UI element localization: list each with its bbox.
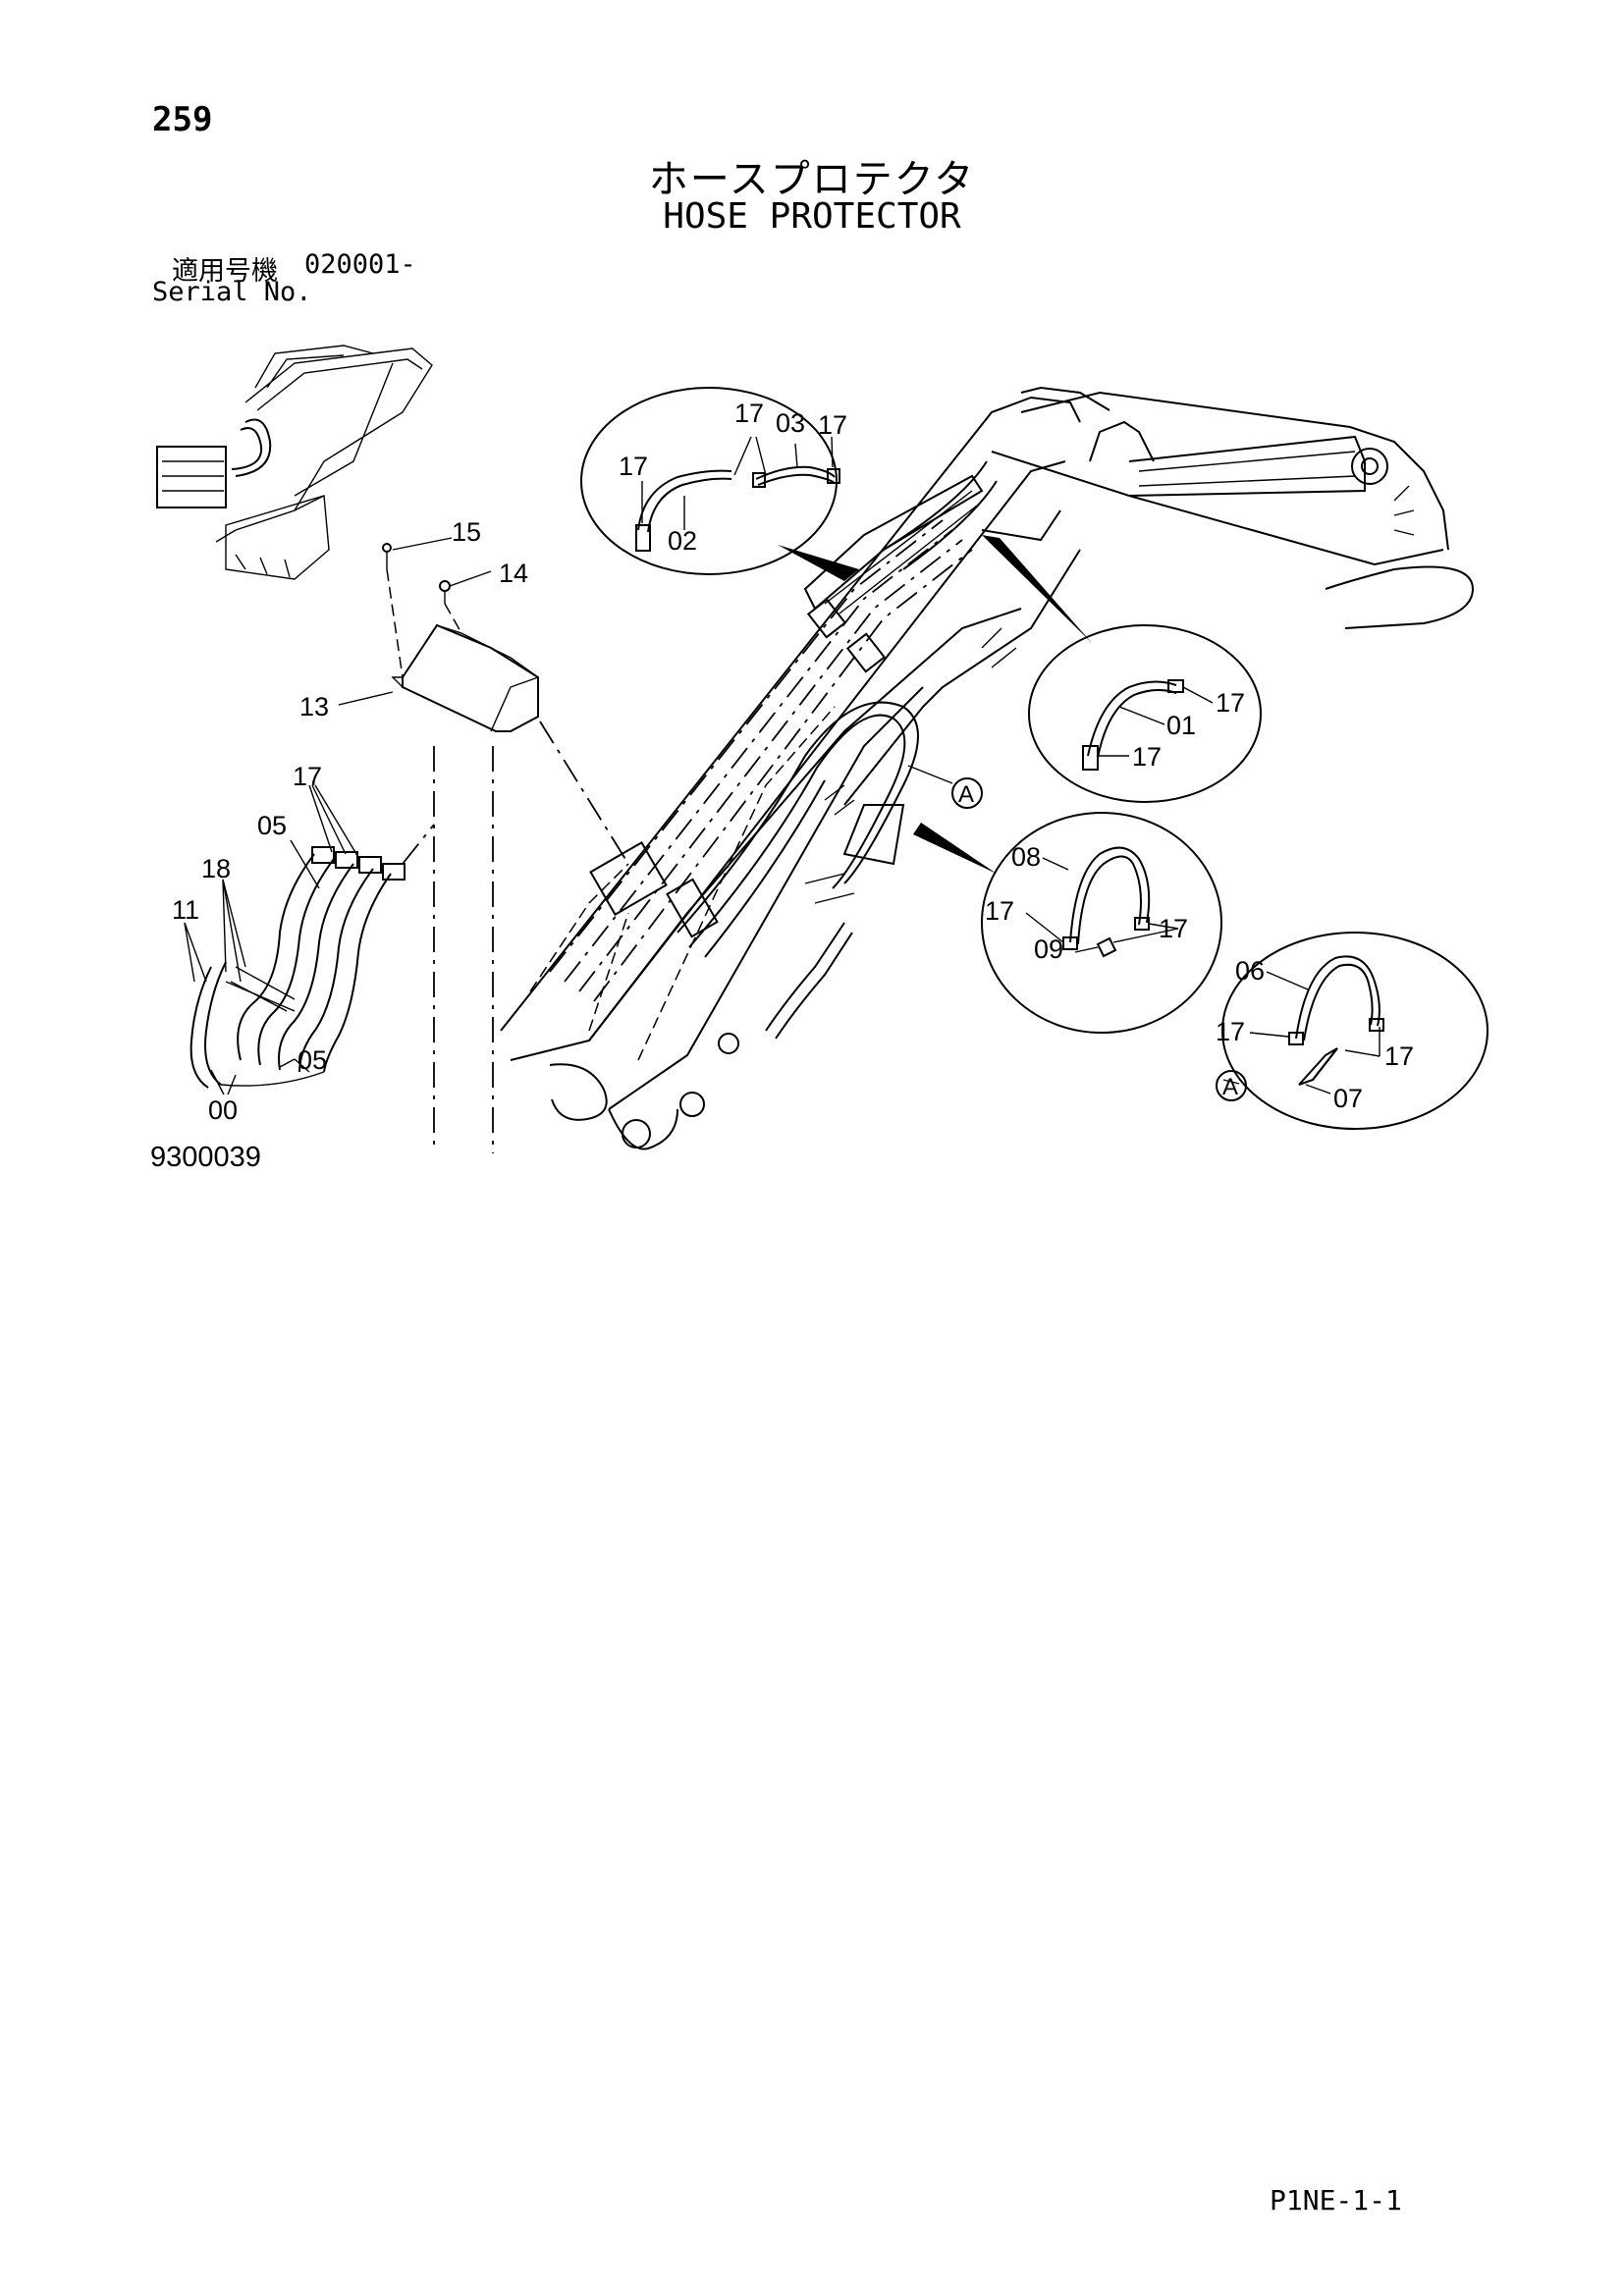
- callout-00: 00: [208, 1095, 238, 1125]
- serial-label-english: Serial No.: [152, 277, 312, 307]
- callout-17-mid-right: 17: [1159, 914, 1188, 943]
- callout-05-bundle-top: 05: [257, 811, 287, 840]
- title-japanese: ホースプロテクタ: [648, 157, 976, 202]
- callout-03: 03: [776, 408, 805, 438]
- callout-11: 11: [172, 895, 199, 925]
- detail-bubble-a: [1221, 932, 1489, 1130]
- callout-15: 15: [452, 517, 481, 547]
- boom-arm: [500, 386, 1475, 1150]
- callout-17-right-bottom: 17: [1132, 742, 1162, 772]
- callout-06: 06: [1235, 956, 1265, 986]
- callout-14: 14: [499, 559, 528, 588]
- protector-block: [338, 537, 629, 865]
- callout-17-top-right: 17: [818, 410, 847, 440]
- callout-05-bundle-bottom: 05: [298, 1045, 327, 1075]
- bundle-leaders: [184, 784, 360, 1095]
- callout-17-right-top: 17: [1216, 688, 1245, 718]
- serial-label-japanese: 適用号機: [172, 256, 278, 287]
- reference-a-detail: A: [1222, 1074, 1238, 1100]
- boom-hose-loop: [589, 701, 919, 1117]
- overview-illustration: [156, 345, 433, 580]
- page-code: P1NE-1-1: [1270, 2184, 1402, 2216]
- serial-number-value: 020001-: [304, 249, 416, 280]
- callout-17-mid-left: 17: [985, 896, 1014, 926]
- callout-07: 07: [1333, 1084, 1363, 1113]
- detail-bubble-right: [982, 535, 1262, 803]
- callout-17-a-left: 17: [1216, 1017, 1245, 1046]
- title-english: HOSE PROTECTOR: [663, 196, 961, 237]
- detail-bubble-middle: [913, 812, 1222, 1034]
- callout-02: 02: [668, 526, 697, 556]
- callout-01: 01: [1166, 711, 1196, 740]
- hose-bundle: [189, 746, 494, 1153]
- upper-hose-clamp: [803, 460, 998, 673]
- page-number: 259: [152, 100, 213, 139]
- reference-a-circle-main: [951, 777, 983, 809]
- callout-08: 08: [1011, 842, 1041, 872]
- reference-a-main: A: [958, 781, 974, 808]
- boom-hose-routes: [529, 519, 973, 1061]
- callout-13: 13: [299, 692, 329, 721]
- callout-18: 18: [201, 854, 231, 883]
- callout-17-top-mid: 17: [734, 399, 764, 428]
- detail-bubble-top: [580, 387, 859, 581]
- callout-17-a-right: 17: [1384, 1041, 1414, 1071]
- callout-17-bundle: 17: [293, 762, 322, 791]
- reference-a-circle-detail: [1216, 1070, 1247, 1101]
- callout-labels: 15 14 13 17 05 18 11 05 00 17 02 17 03 1…: [172, 399, 1414, 1125]
- drawing-number: 9300039: [150, 1142, 261, 1173]
- callout-17-top-left: 17: [619, 452, 648, 481]
- callout-09: 09: [1034, 934, 1063, 964]
